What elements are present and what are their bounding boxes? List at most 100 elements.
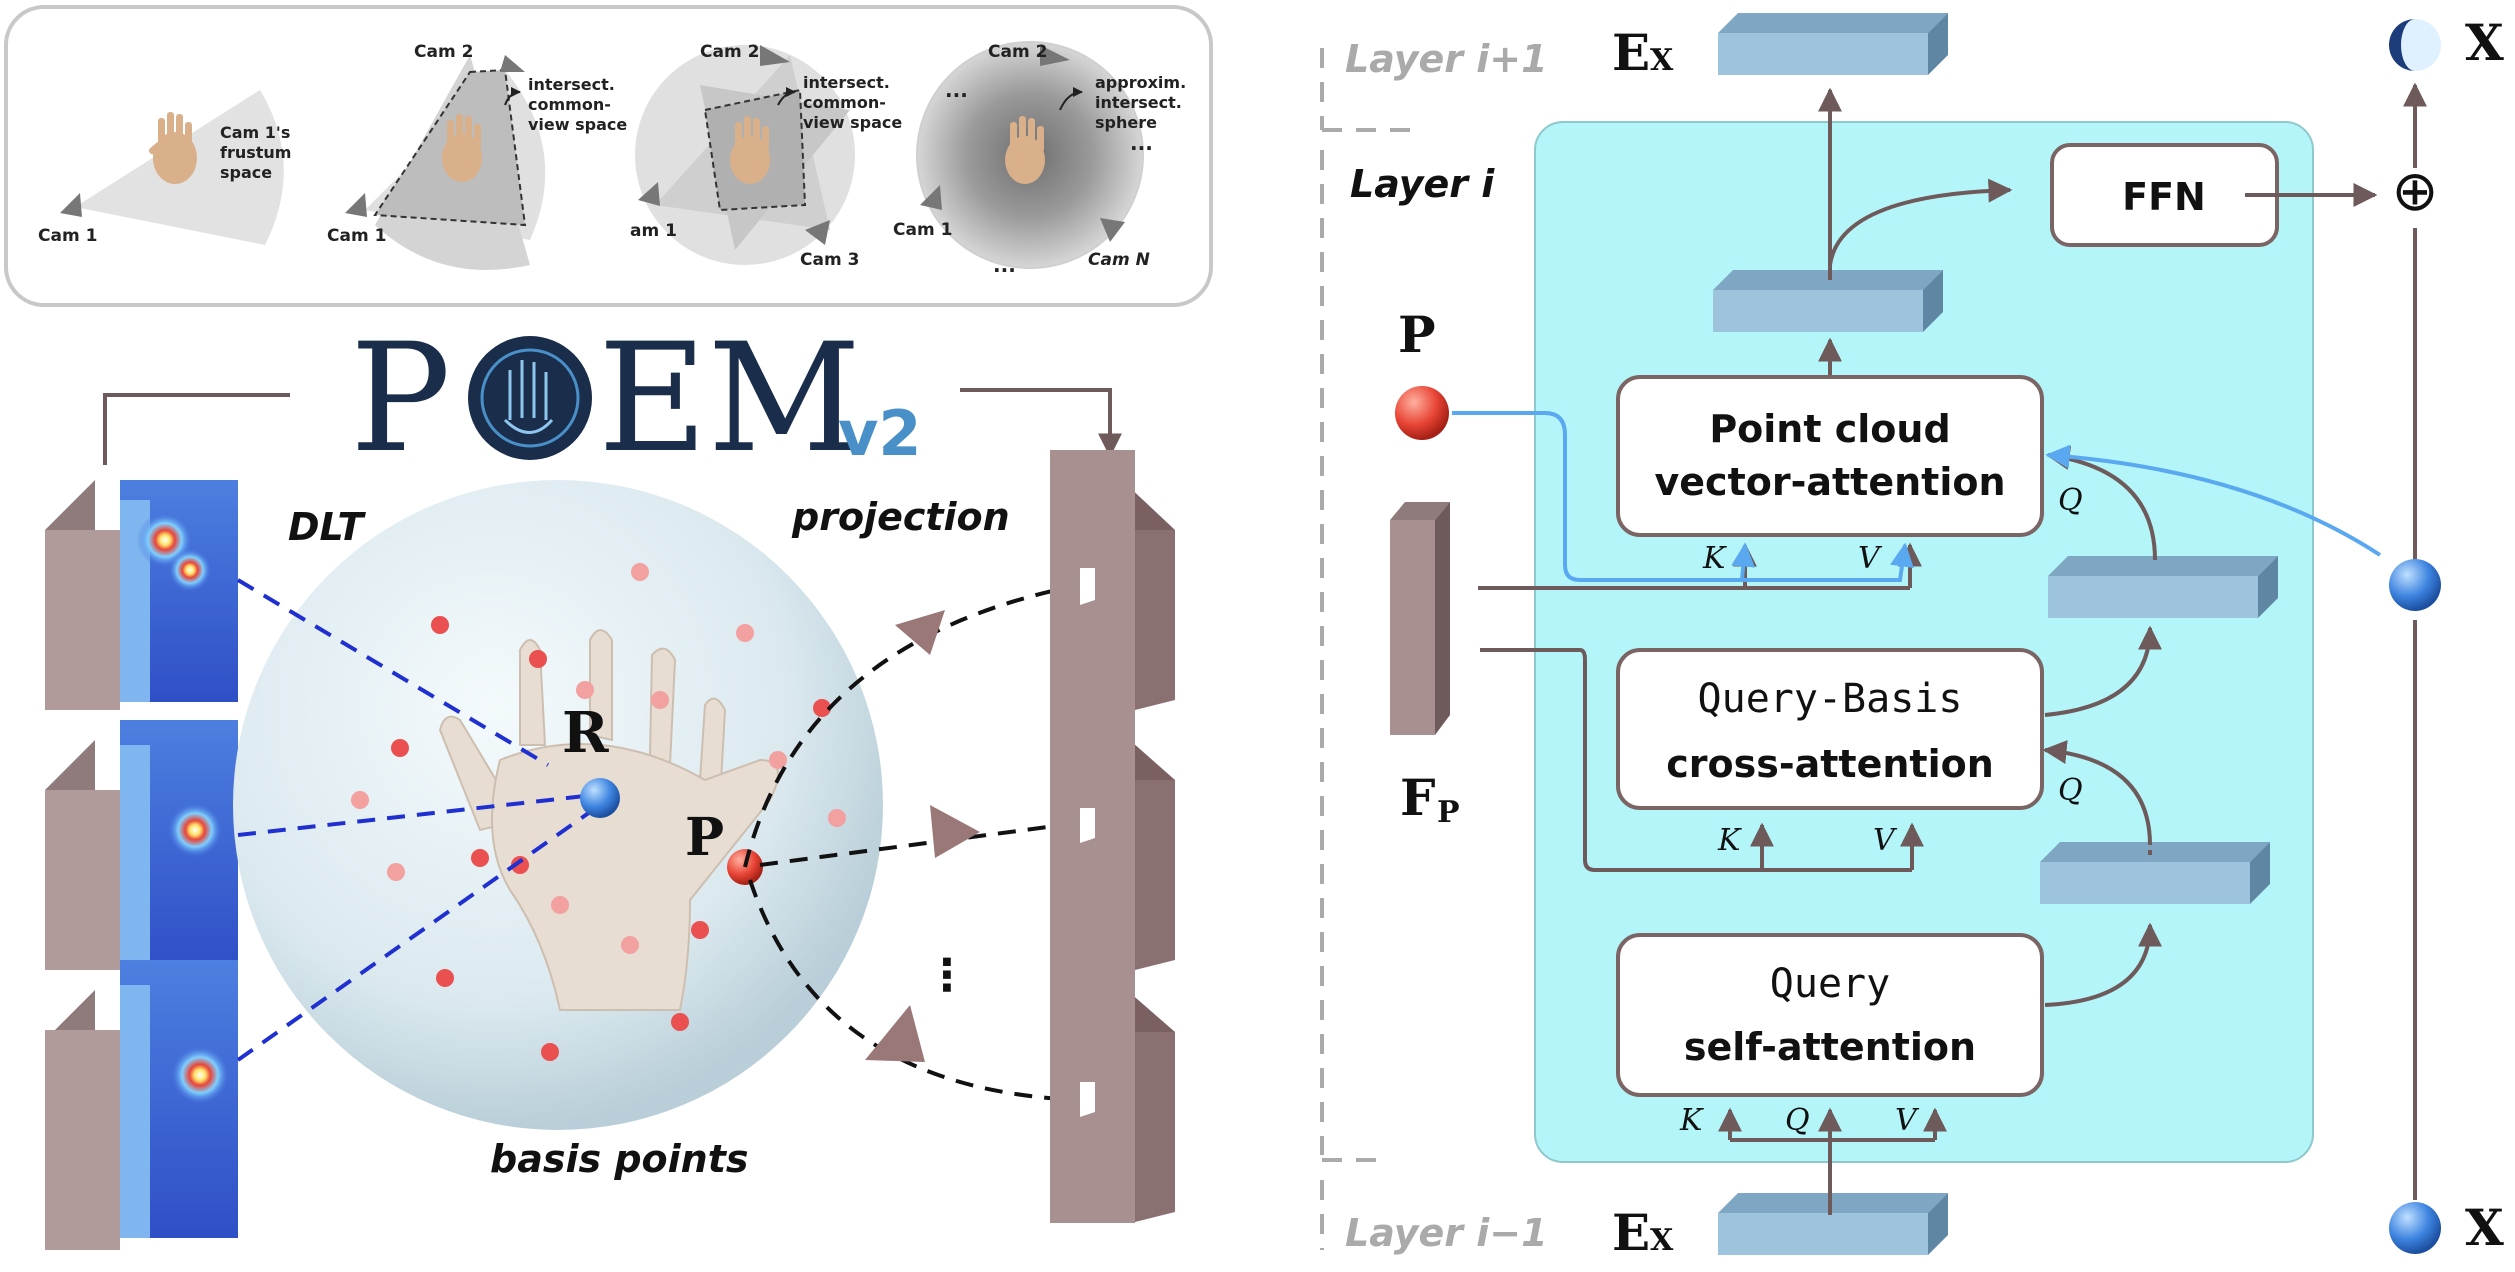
ex-top-label: E (1612, 23, 1650, 82)
view4-cam2-label: Cam 2 (988, 42, 1047, 62)
layer-above-label: Layer i+1 (1345, 37, 1548, 81)
basis-points-label: basis points (490, 1137, 749, 1181)
block2-line2: cross-attention (1666, 742, 1994, 786)
view3-label-line1: intersect. (803, 73, 890, 92)
p-label: P (1398, 305, 1436, 364)
view3-three-camera-intersection: am 1 Cam 2 Cam 3 intersect. common- view… (630, 42, 902, 270)
view2-label-line2: common- (528, 95, 611, 114)
point-cloud-attention-block (1616, 375, 2044, 537)
view1-frustum-line2: frustum (220, 143, 291, 162)
logo-palm-icon (468, 336, 592, 460)
token-after-cross-attn (2048, 556, 2278, 618)
logo-text-em: EM (598, 312, 861, 486)
token-after-point-attn (1713, 270, 1943, 332)
view2-cam2-label: Cam 2 (414, 42, 473, 62)
ex-top-sub: X (1650, 43, 1674, 78)
image-plane-1 (1050, 450, 1175, 710)
heatmap-stack-3 (45, 960, 238, 1250)
view3-cam3-label: Cam 3 (800, 250, 859, 270)
view2-hand-icon (442, 114, 482, 182)
dlt-line-3 (236, 810, 592, 1062)
x-bottom-label: X (2465, 1198, 2504, 1257)
view2-label-line1: intersect. (528, 75, 615, 94)
layer-below-label: Layer i−1 (1345, 1211, 1548, 1255)
view3-hand-icon (730, 116, 770, 184)
k-label-1: K (1702, 541, 1727, 576)
view2-two-camera-intersection: Cam 1 Cam 2 intersect. common- view spac… (327, 42, 627, 270)
projection-arrow-2 (930, 805, 980, 858)
ex-token-bottom (1718, 1193, 1948, 1255)
view2-label-line3: view space (528, 115, 627, 134)
block1-line2: vector-attention (1655, 460, 2006, 504)
k-label-3: K (1679, 1103, 1704, 1138)
logo-version: v2 (838, 397, 922, 470)
blue-arrow-query-to-q (2045, 444, 2382, 557)
view4-label-line3: sphere (1095, 113, 1157, 132)
view4-ellipsis-1: ... (945, 78, 968, 102)
point-r (580, 778, 620, 818)
view4-label-line1: approxim. (1095, 73, 1186, 92)
token-after-self-attn (2040, 842, 2270, 904)
block3-line1: Query (1770, 961, 1890, 1007)
view2-cam1-label: Cam 1 (327, 226, 386, 246)
view4-label-line2: intersect. (1095, 93, 1182, 112)
query-point-mid (2389, 559, 2441, 611)
top-panel-frame (4, 5, 1213, 307)
basis-sphere (233, 480, 883, 1130)
view3-label-line2: common- (803, 93, 886, 112)
view1-hand-icon (148, 112, 197, 184)
view1-camera-frustum: Cam 1 Cam 1's frustum space (38, 90, 291, 246)
logo-text-p: P (350, 312, 451, 486)
projection-label: projection (791, 495, 1010, 539)
v-label-1: V (1858, 541, 1883, 576)
view4-camN-label: Cam N (1088, 250, 1150, 270)
ex-bottom-label: E (1612, 1203, 1650, 1262)
dlt-line-1 (236, 578, 550, 767)
view3-label-line3: view space (803, 113, 902, 132)
view4-multi-camera-sphere: Cam 1 Cam 2 Cam N ... ... ... approxim. … (893, 41, 1186, 277)
view3-cam1-label: am 1 (630, 221, 677, 241)
p-point (1395, 386, 1449, 440)
heatmap-stack-2 (45, 720, 238, 970)
projection-arrow-1 (895, 610, 945, 655)
fp-label: F (1400, 768, 1436, 827)
point-r-label: R (562, 700, 609, 766)
view4-ellipsis-3: ... (993, 253, 1016, 277)
x-top-label: X (2465, 13, 2504, 72)
view1-frustum-line1: Cam 1's (220, 123, 290, 142)
image-plane-3 (1050, 958, 1175, 1223)
point-p-label: P (685, 807, 724, 868)
projection-arrow-3 (865, 1005, 925, 1062)
projection-vdots: ⋮ (925, 950, 969, 1001)
query-self-attention-block (1616, 933, 2044, 1097)
q-label-1: Q (2058, 483, 2083, 518)
view4-cam1-label: Cam 1 (893, 220, 952, 240)
dlt-label: DLT (288, 505, 366, 549)
k-label-2: K (1717, 823, 1742, 858)
layer-current-label: Layer i (1350, 162, 1495, 206)
fp-feature-block (1390, 502, 1450, 735)
v-label-2: V (1873, 823, 1898, 858)
ex-bottom-sub: X (1650, 1223, 1674, 1258)
view3-cam2-label: Cam 2 (700, 42, 759, 62)
q-label-2: Q (2058, 773, 2083, 808)
view1-frustum-line3: space (220, 163, 272, 182)
view1-cam1-label: Cam 1 (38, 226, 97, 246)
view4-ellipsis-2: ... (1130, 131, 1153, 155)
query-point-top (2389, 19, 2441, 71)
blue-arrow-p-to-k (1731, 542, 1756, 581)
v-label-3: V (1895, 1103, 1920, 1138)
ffn-label: FFN (2122, 175, 2206, 219)
view4-hand-icon (1005, 116, 1045, 184)
poem-logo: P EM v2 (103, 312, 1122, 486)
query-basis-cross-attention-block (1616, 648, 2044, 810)
ex-token-top (1718, 13, 1948, 75)
hand-photo (438, 629, 779, 1011)
heatmap-stack-1 (45, 480, 238, 710)
blue-arrow-p-to-kv (1452, 411, 1914, 582)
block3-line2: self-attention (1684, 1025, 1976, 1069)
image-plane-2 (1050, 705, 1175, 970)
oplus-icon: ⊕ (2392, 159, 2439, 224)
block1-line1: Point cloud (1709, 407, 1950, 451)
